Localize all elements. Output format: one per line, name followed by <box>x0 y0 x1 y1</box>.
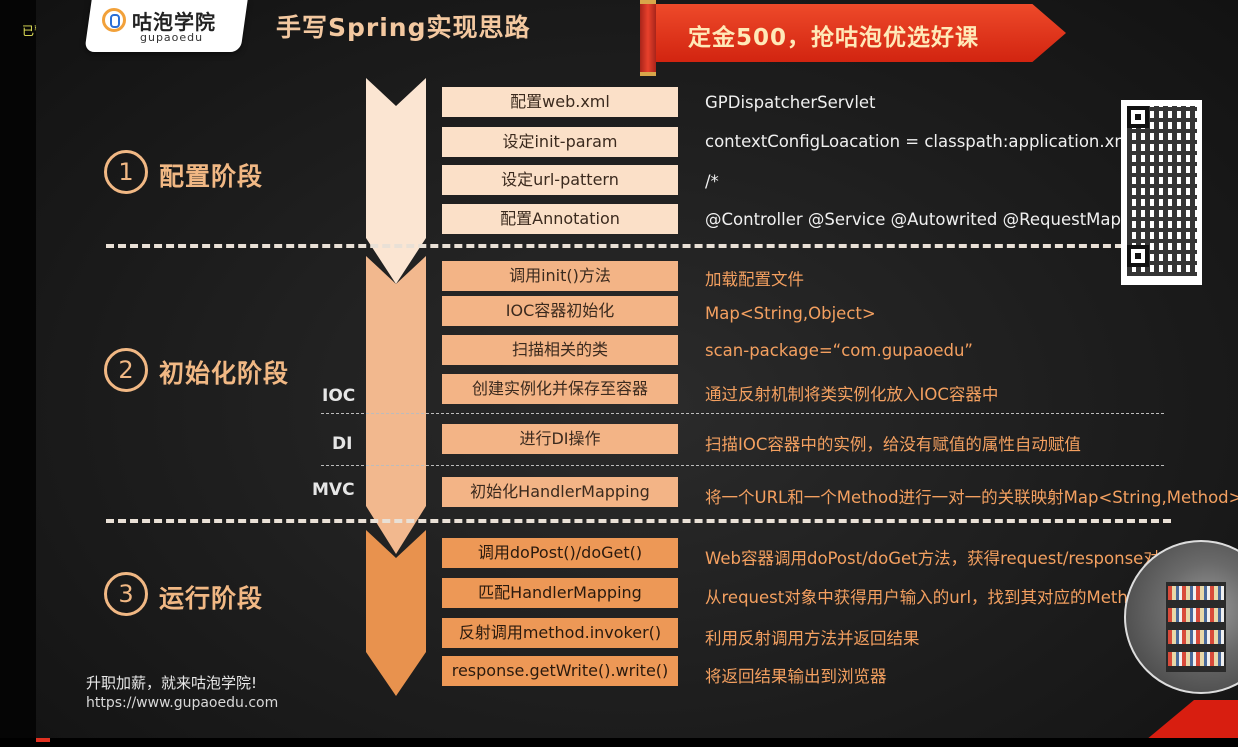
phase-3-arrow <box>366 530 426 696</box>
step-desc: scan-package=“com.gupaoedu” <box>705 341 973 360</box>
qr-code <box>1121 100 1202 285</box>
step-box: 初始化HandlerMapping <box>442 477 678 507</box>
step-desc: 通过反射机制将类实例化放入IOC容器中 <box>705 385 999 404</box>
qr-corner <box>1127 245 1149 267</box>
phase-3-label: 运行阶段 <box>159 584 264 613</box>
slide: 咕泡学院 gupaoedu 手写Spring实现思路 定金500，抢咕泡优选好课… <box>36 0 1238 738</box>
logo: 咕泡学院 gupaoedu <box>84 0 248 52</box>
phase-2-label: 初始化阶段 <box>159 359 290 388</box>
promo-banner-text: 定金500，抢咕泡优选好课 <box>688 25 980 51</box>
step-desc: 将返回结果输出到浏览器 <box>705 667 887 686</box>
step-box: IOC容器初始化 <box>442 296 678 326</box>
step-box: 匹配HandlerMapping <box>442 578 678 608</box>
promo-banner[interactable] <box>646 4 1066 62</box>
step-box: 进行DI操作 <box>442 424 678 454</box>
step-box: 扫描相关的类 <box>442 335 678 365</box>
step-desc: Map<String,Object> <box>705 304 876 323</box>
step-desc: 扫描IOC容器中的实例，给没有赋值的属性自动赋值 <box>705 435 1081 454</box>
step-desc: Web容器调用doPost/doGet方法，获得request/response… <box>705 549 1177 568</box>
step-desc: contextConfigLoacation = classpath:appli… <box>705 132 1136 151</box>
divider-di-mvc <box>321 465 1164 466</box>
step-box: 设定init-param <box>442 127 678 157</box>
step-desc: /* <box>705 172 719 191</box>
phase-2-arrow <box>366 256 426 554</box>
divider-2 <box>106 519 1171 523</box>
step-desc: GPDispatcherServlet <box>705 93 876 112</box>
step-desc: @Controller @Service @Autowrited @Reques… <box>705 210 1157 229</box>
phase-2-number: 2 <box>104 348 148 392</box>
step-box: 创建实例化并保存至容器 <box>442 374 678 404</box>
step-box: 配置Annotation <box>442 204 678 234</box>
bulb-icon <box>102 8 126 32</box>
phase-1-number: 1 <box>104 150 148 194</box>
step-desc: 从request对象中获得用户输入的url，找到其对应的Method <box>705 588 1149 607</box>
slide-title: 手写Spring实现思路 <box>276 13 531 42</box>
red-corner-decoration <box>1146 700 1238 738</box>
bookshelf <box>1166 582 1226 672</box>
qr-corner <box>1127 106 1149 128</box>
step-box: 调用doPost()/doGet() <box>442 538 678 568</box>
phase-1-label: 配置阶段 <box>159 162 264 191</box>
scroll-icon <box>640 0 656 76</box>
ioc-tag: IOC <box>322 386 356 406</box>
divider-1 <box>106 244 1171 248</box>
mvc-tag: MVC <box>312 480 355 500</box>
divider-ioc-di <box>321 413 1164 414</box>
di-tag: DI <box>332 434 353 454</box>
step-box: 反射调用method.invoker() <box>442 618 678 648</box>
step-box: 配置web.xml <box>442 87 678 117</box>
step-desc: 将一个URL和一个Method进行一对一的关联映射Map<String,Meth… <box>705 488 1238 507</box>
player-bottom-bar <box>0 738 1238 747</box>
step-box: 设定url-pattern <box>442 165 678 195</box>
step-box: 调用init()方法 <box>442 261 678 291</box>
logo-subtext: gupaoedu <box>140 31 204 44</box>
step-desc: 加载配置文件 <box>705 270 804 289</box>
step-desc: 利用反射调用方法并返回结果 <box>705 629 920 648</box>
step-box: response.getWrite().write() <box>442 656 678 686</box>
phase-1-arrow <box>366 78 426 284</box>
footer-url: https://www.gupaoedu.com <box>86 695 279 711</box>
progress-indicator[interactable] <box>36 738 50 742</box>
phase-3-number: 3 <box>104 572 148 616</box>
left-black-bar <box>0 0 36 747</box>
footer-slogan: 升职加薪，就来咕泡学院! <box>86 674 258 692</box>
